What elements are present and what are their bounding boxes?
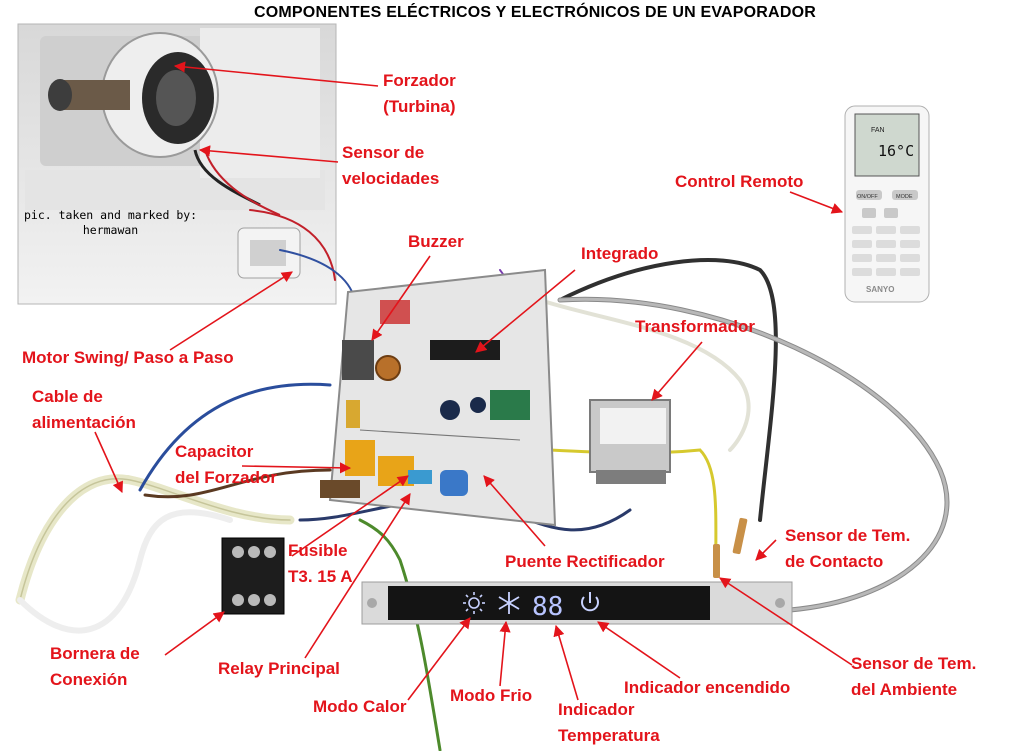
arrow-sensor-ambiente: [719, 577, 853, 666]
label-capacitor-line2: del Forzador: [175, 468, 278, 487]
label-sensor-ambiente-line1: Sensor de Tem.: [851, 654, 977, 673]
power-icon: [581, 592, 599, 612]
terminal-block-image: [221, 537, 285, 615]
label-modo-frio: Modo Frio: [450, 686, 533, 705]
sun-icon: [463, 592, 485, 614]
main-pcb-image: [320, 268, 557, 527]
label-capacitor-line1: Capacitor: [175, 442, 254, 461]
label-cable-line1: Cable de: [32, 387, 103, 406]
label-bornera-line2: Conexión: [50, 670, 128, 689]
forzador-turbina-image: [48, 32, 219, 158]
arrow-cable: [94, 431, 123, 494]
photo-credit-line2: hermawan: [82, 223, 139, 237]
arrow-forzador: [173, 61, 379, 87]
label-motor-swing: Motor Swing/ Paso a Paso: [22, 348, 234, 367]
label-forzador-line1: Forzador: [383, 71, 456, 90]
label-fusible: Fusible T3. 15 A: [288, 538, 353, 590]
label-bornera: Bornera de Conexión: [50, 641, 140, 693]
label-sensor-ambiente: Sensor de Tem. del Ambiente: [851, 651, 976, 703]
page-title: COMPONENTES ELÉCTRICOS Y ELECTRÓNICOS DE…: [254, 4, 816, 21]
arrow-puente: [483, 475, 546, 547]
display-panel-image: [361, 581, 793, 625]
label-control-remoto: Control Remoto: [675, 172, 804, 191]
temperature-digits: 88: [532, 592, 563, 622]
speed-sensor-wires: [193, 149, 281, 216]
label-sensor-velocidades: Sensor de velocidades: [342, 140, 439, 192]
remote-fan-text: FAN: [871, 127, 885, 134]
label-buzzer: Buzzer: [408, 232, 464, 251]
label-forzador: Forzador (Turbina): [383, 68, 456, 120]
label-indicador-encendido: Indicador encendido: [624, 678, 791, 697]
label-sensor-velocidades-line1: Sensor de: [342, 143, 425, 162]
transformer-image: [589, 399, 671, 484]
arrow-integrado: [475, 269, 576, 353]
label-relay-principal: Relay Principal: [218, 659, 340, 678]
label-sensor-velocidades-line2: velocidades: [342, 169, 440, 188]
label-sensor-contacto-line2: de Contacto: [785, 552, 884, 571]
label-indicador-temperatura-line1: Indicador: [558, 700, 635, 719]
label-capacitor: Capacitor del Forzador: [175, 439, 277, 491]
ambient-sensor-probe: [713, 544, 720, 578]
arrow-buzzer: [371, 255, 431, 341]
label-indicador-temperatura-line2: Temperatura: [558, 726, 660, 745]
arrow-capacitor: [241, 462, 352, 474]
arrow-transformador: [651, 341, 703, 401]
remote-onoff-text: ON/OFF: [857, 194, 878, 200]
arrow-relay: [304, 493, 411, 659]
photo-credit-line1: pic. taken and marked by:: [24, 208, 198, 222]
remote-control-image: [844, 105, 930, 303]
photo-credit: pic. taken and marked by: hermawan: [24, 208, 197, 238]
label-cable-line2: alimentación: [32, 413, 136, 432]
label-forzador-line2: (Turbina): [383, 97, 456, 116]
arrow-modo-calor: [407, 617, 471, 701]
label-sensor-contacto-line1: Sensor de Tem.: [785, 526, 911, 545]
swing-motor-image: [237, 227, 301, 279]
callout-arrows: [94, 61, 853, 701]
label-bornera-line1: Bornera de: [50, 644, 140, 663]
label-indicador-temperatura: Indicador Temperatura: [558, 697, 660, 749]
label-integrado: Integrado: [581, 244, 659, 263]
arrow-control-remoto: [789, 191, 844, 214]
arrow-motor-swing: [169, 271, 293, 351]
label-cable-alimentacion: Cable de alimentación: [32, 384, 136, 436]
label-fusible-line1: Fusible: [288, 541, 348, 560]
arrow-bornera: [164, 611, 225, 656]
arrow-sensor-velocidades: [198, 145, 339, 163]
arrow-fusible: [291, 475, 409, 557]
remote-mode-text: MODE: [896, 194, 913, 200]
label-puente-rectificador: Puente Rectificador: [505, 552, 665, 571]
remote-brand-text: SANYO: [866, 285, 894, 294]
arrow-sensor-contacto: [755, 539, 777, 561]
arrow-indicador-encendido: [597, 621, 681, 679]
label-sensor-ambiente-line2: del Ambiente: [851, 680, 958, 699]
arrow-indicador-temperatura: [553, 624, 579, 701]
snowflake-icon: [498, 592, 520, 614]
label-modo-calor: Modo Calor: [313, 697, 407, 716]
remote-temp-text: 16°C: [878, 142, 914, 160]
label-transformador: Transformador: [635, 317, 755, 336]
label-sensor-contacto: Sensor de Tem. de Contacto: [785, 523, 910, 575]
contact-sensor-probe: [732, 517, 748, 555]
arrow-modo-frio: [499, 620, 511, 687]
label-fusible-line2: T3. 15 A: [288, 567, 353, 586]
